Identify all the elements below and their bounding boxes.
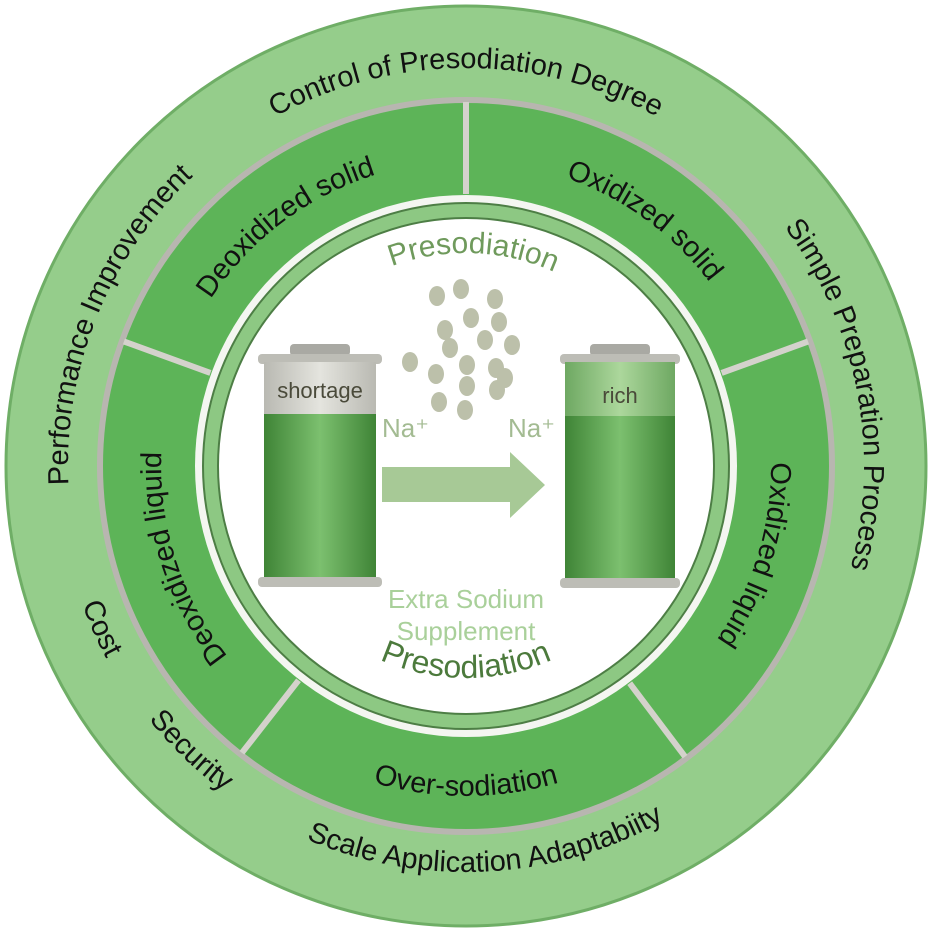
ion-label-left: Na⁺ [382, 413, 429, 443]
ion-label-right: Na⁺ [508, 413, 555, 443]
battery-label-shortage: shortage [277, 378, 363, 403]
ring-separator [720, 338, 810, 376]
droplet [453, 279, 469, 299]
droplet [487, 289, 503, 309]
ring-separators [122, 102, 810, 759]
right-arrow-icon [382, 452, 545, 518]
droplet [497, 368, 513, 388]
droplet [429, 286, 445, 306]
droplet [477, 330, 493, 350]
ring-separator [122, 338, 212, 376]
droplet [442, 338, 458, 358]
droplet [402, 352, 418, 372]
inner-circle [217, 217, 715, 715]
droplet [457, 400, 473, 420]
droplet [459, 376, 475, 396]
ring-separator [627, 681, 688, 759]
battery-rich: rich [560, 344, 680, 588]
droplet [491, 312, 507, 332]
ring-separator [239, 678, 301, 755]
sodium-droplets [402, 279, 520, 420]
droplet [437, 320, 453, 340]
extra-sodium-line2: Supplement [397, 616, 537, 646]
droplet [463, 308, 479, 328]
battery-shortage: shortage [258, 344, 382, 587]
extra-sodium-line1: Extra Sodium [388, 584, 544, 614]
battery-label-rich: rich [602, 383, 637, 408]
droplet [504, 335, 520, 355]
droplet [431, 392, 447, 412]
droplet [428, 364, 444, 384]
droplet [459, 355, 475, 375]
